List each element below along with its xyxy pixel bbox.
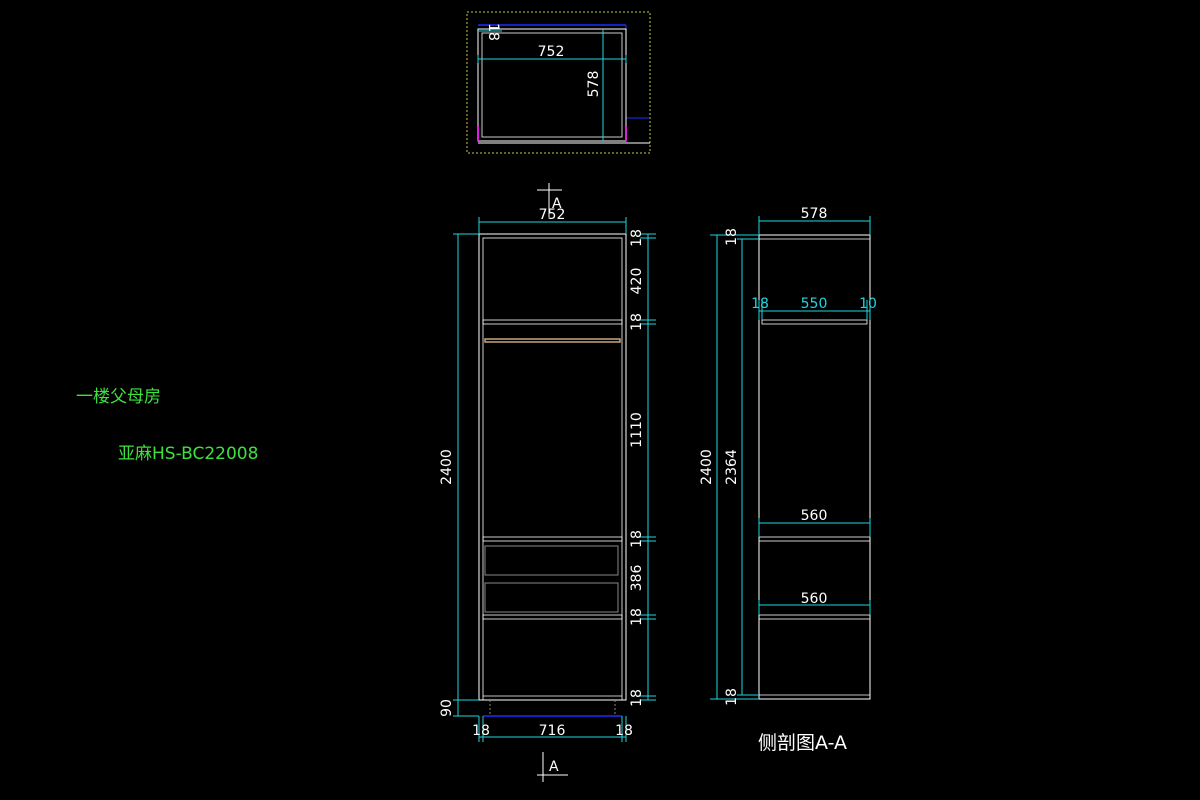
- front-outer-frame: [478, 233, 627, 701]
- front-stack-0: 18: [629, 229, 645, 247]
- side-height-label: 2400: [699, 449, 715, 485]
- front-stack-5: 386: [629, 565, 645, 592]
- front-width-label: 752: [539, 207, 566, 223]
- front-inner-width-label: 716: [539, 723, 566, 739]
- side-depth-label: 578: [801, 206, 828, 222]
- section-mark-top: A: [537, 183, 562, 217]
- side-bottom-panel-label: 18: [724, 688, 740, 706]
- side-shelf3-depth: 560: [801, 591, 828, 607]
- section-mark-bottom: A: [537, 752, 568, 782]
- front-inner-frame: [482, 237, 623, 701]
- front-drawer-2: [484, 582, 619, 613]
- plan-outline: [477, 28, 627, 142]
- front-view: 752 2400 90 18 420 18 1110 18 386 18 18: [439, 207, 656, 742]
- front-stack-2: 18: [629, 313, 645, 331]
- plan-selection-frame: [466, 11, 651, 154]
- front-stack-3: 1110: [629, 412, 645, 448]
- plan-view: 752 18 578: [466, 11, 651, 154]
- side-shelf-1: [761, 319, 868, 325]
- plan-width-label: 752: [538, 44, 565, 60]
- side-shelf1-depth: 550: [801, 296, 828, 312]
- side-shelf-3: [758, 614, 871, 620]
- side-shelf-2: [758, 536, 871, 542]
- front-shelf-3: [482, 614, 623, 620]
- section-mark-top-label: A: [552, 196, 562, 212]
- side-inner-height-label: 2364: [724, 449, 740, 485]
- section-mark-bottom-label: A: [549, 759, 559, 775]
- side-view: 578 18 550 10 560 560 2400 2364 18 18: [699, 206, 877, 706]
- side-shelf1-right-gap: 10: [859, 296, 877, 312]
- section-title: 侧剖图A-A: [758, 732, 848, 754]
- front-side-left-label: 18: [472, 723, 490, 739]
- plan-inner-outline: [481, 32, 623, 138]
- front-shelf-1: [482, 319, 623, 325]
- front-shelf-2: [482, 536, 623, 542]
- front-stack-ticks: [640, 233, 656, 701]
- side-top-panel-label: 18: [724, 228, 740, 246]
- front-stack-6: 18: [629, 608, 645, 626]
- front-drawer-1: [484, 545, 619, 576]
- side-outer-frame: [758, 234, 871, 700]
- front-hanging-rod: [484, 338, 621, 343]
- front-stack-7: 18: [629, 689, 645, 707]
- front-stack-1: 420: [629, 268, 645, 295]
- front-side-right-label: 18: [615, 723, 633, 739]
- front-plinth-label: 90: [439, 699, 455, 717]
- front-height-label: 2400: [439, 449, 455, 485]
- plan-panel-label: 18: [485, 23, 501, 41]
- side-shelf2-depth: 560: [801, 508, 828, 524]
- material-label: 亚麻HS-BC22008: [118, 444, 259, 464]
- front-stack-4: 18: [629, 530, 645, 548]
- room-label: 一楼父母房: [76, 387, 161, 407]
- plan-depth-label: 578: [586, 71, 602, 98]
- side-shelf1-left-gap: 18: [751, 296, 769, 312]
